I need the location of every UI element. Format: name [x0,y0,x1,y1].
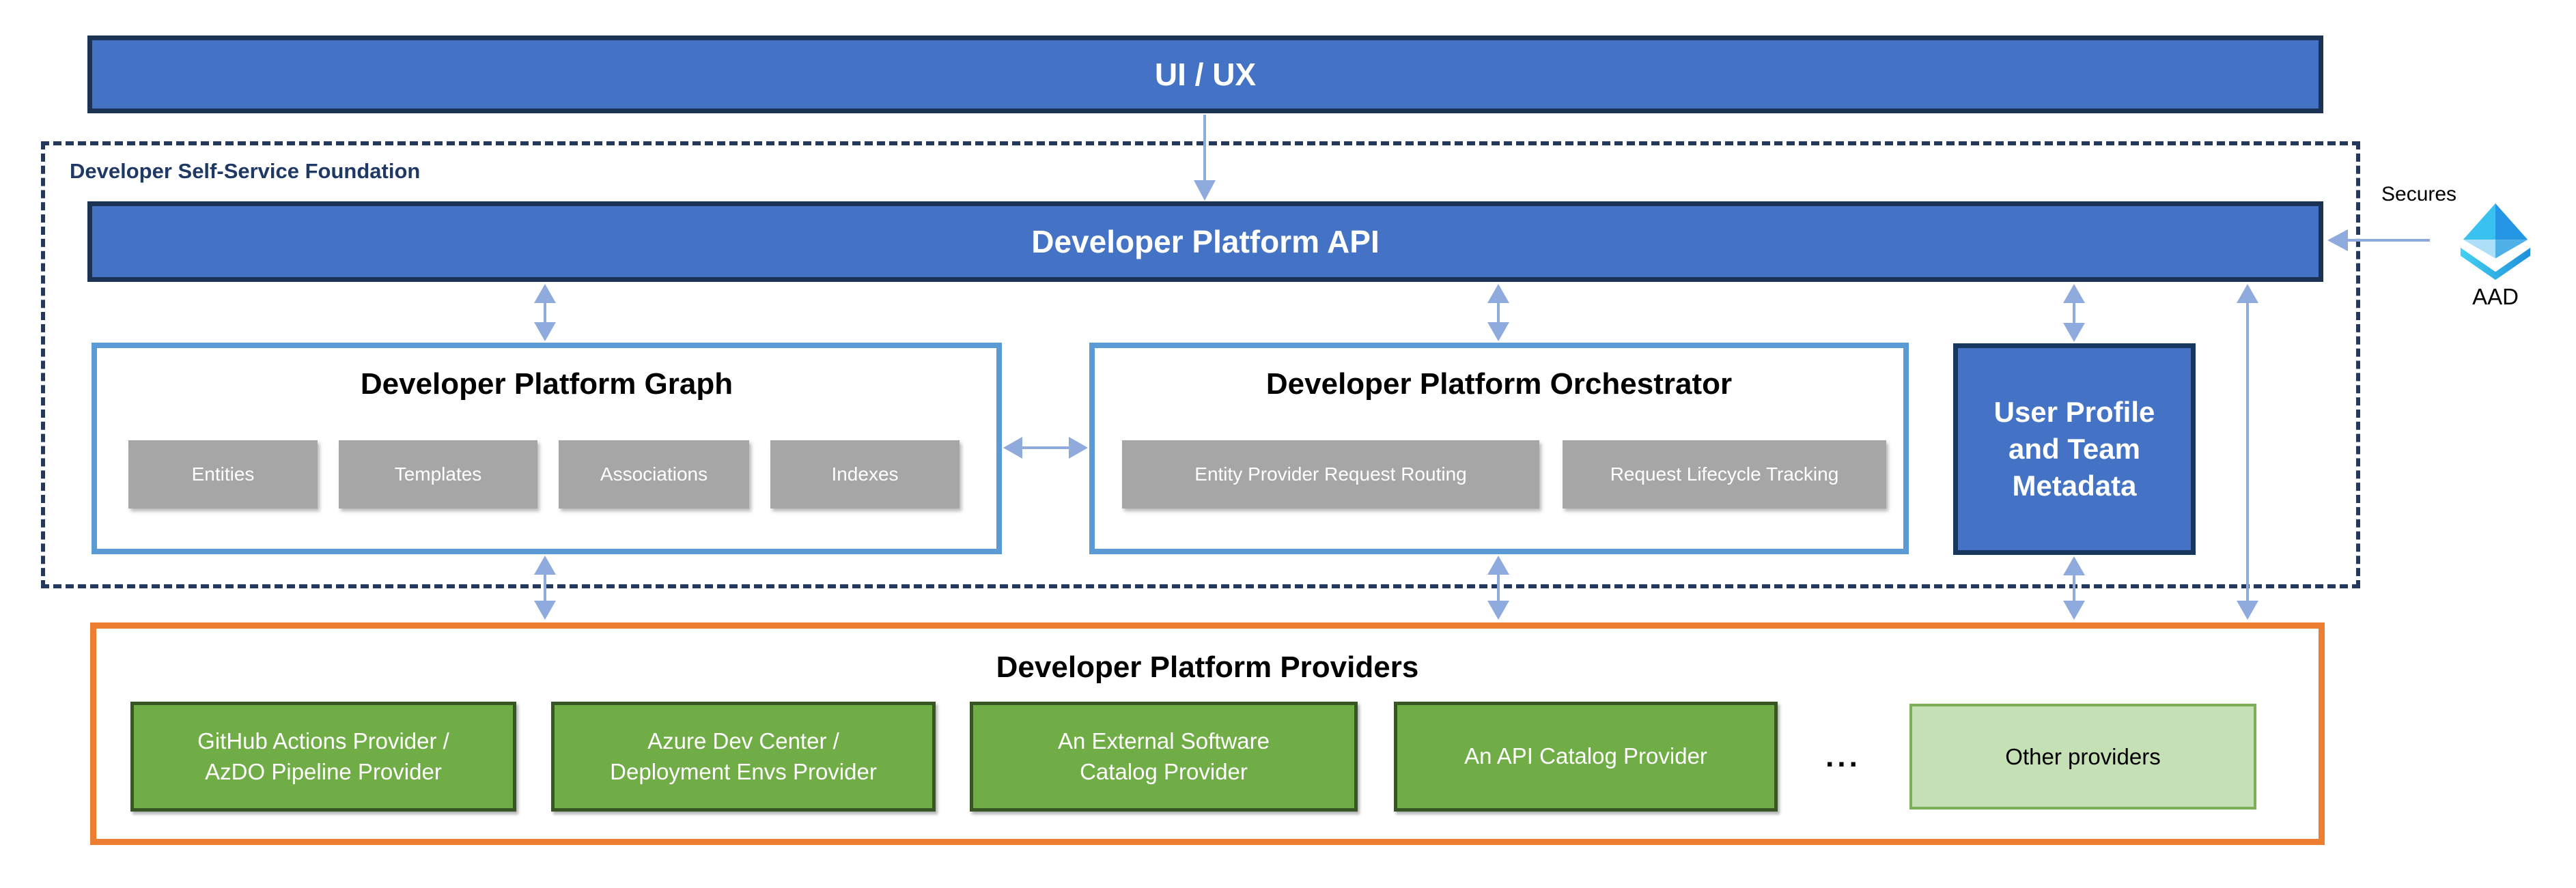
graph-item-entities: Entities [128,440,318,509]
azure-ad-icon [2450,202,2540,284]
providers-title: Developer Platform Providers [996,650,1419,684]
secures-label: Secures [2381,183,2457,205]
graph-box: Developer Platform Graph Entities Templa… [92,343,1002,554]
orchestrator-box: Developer Platform Orchestrator Entity P… [1089,343,1909,554]
provider-api-catalog: An API Catalog Provider [1394,702,1778,812]
orchestrator-title: Developer Platform Orchestrator [1265,367,1733,401]
user-profile-box: User Profile and Team Metadata [1953,343,2196,555]
api-bar: Developer Platform API [87,201,2323,282]
graph-item-indexes: Indexes [770,440,960,509]
provider-external-catalog: An External Software Catalog Provider [970,702,1358,812]
aad-label: AAD [2472,284,2519,309]
uiux-label: UI / UX [1154,57,1257,92]
orchestrator-item-request-routing: Entity Provider Request Routing [1122,440,1539,509]
graph-title: Developer Platform Graph [360,367,733,401]
foundation-label: Developer Self-Service Foundation [70,159,421,183]
provider-azure-dev-center: Azure Dev Center / Deployment Envs Provi… [551,702,936,812]
graph-item-templates: Templates [339,440,537,509]
orchestrator-item-lifecycle-tracking: Request Lifecycle Tracking [1563,440,1886,509]
uiux-bar: UI / UX [87,35,2323,113]
provider-github-actions: GitHub Actions Provider / AzDO Pipeline … [130,702,516,812]
foundation-box: Developer Self-Service Foundation [41,141,2360,588]
providers-ellipsis: ... [1825,739,1861,773]
providers-box: Developer Platform Providers GitHub Acti… [90,622,2325,845]
graph-item-associations: Associations [559,440,749,509]
api-label: Developer Platform API [1031,224,1380,259]
provider-other: Other providers [1909,704,2256,810]
